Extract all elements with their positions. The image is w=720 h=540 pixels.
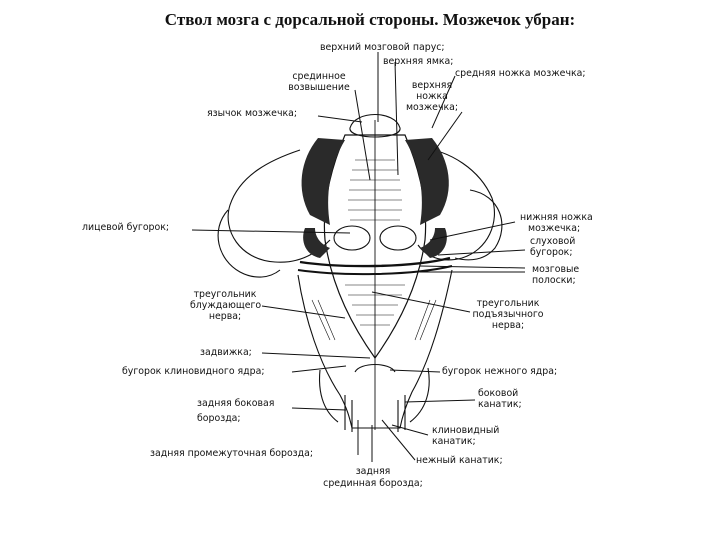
label-superior-peduncle-2: ножка — [402, 91, 462, 102]
label-acoustic-tubercle-2: бугорок; — [530, 247, 573, 258]
leader-facial-colliculus — [192, 230, 350, 233]
leader-superior-fovea — [395, 62, 398, 175]
label-lateral-funiculus-2: канатик; — [478, 399, 522, 410]
left-medulla-edge — [320, 370, 338, 422]
label-inferior-peduncle-2: мозжечка; — [528, 223, 580, 234]
right-dark-cut — [405, 138, 449, 225]
label-superior-velum: верхний мозговой парус; — [320, 42, 445, 53]
leader-lateral-funiculus — [405, 400, 475, 402]
label-median-sulcus-2: срединная борозда; — [312, 478, 434, 489]
leader-cuneate-tubercle — [292, 366, 346, 372]
label-cuneate-tubercle: бугорок клиновидного ядра; — [122, 366, 265, 377]
leader-hypoglossal-trigone — [372, 292, 470, 312]
leader-lingula — [318, 116, 362, 122]
label-gracile-fasciculus: нежный канатик; — [416, 455, 503, 466]
left-facial-colliculus — [334, 226, 370, 250]
label-cuneate-fasciculus-2: канатик; — [432, 436, 476, 447]
label-median-sulcus-1: задняя — [312, 466, 434, 477]
label-hypoglossal-trigone-2: подъязычного — [468, 309, 548, 320]
label-median-eminence-1: срединное — [286, 71, 352, 82]
left-dark-cut — [302, 138, 345, 225]
label-intermediate-sulcus: задняя промежуточная борозда; — [150, 448, 313, 459]
leader-gracile-tubercle — [390, 370, 440, 372]
label-gracile-tubercle: бугорок нежного ядра; — [442, 366, 557, 377]
label-posterolateral-sulcus-2: борозда; — [197, 413, 241, 424]
label-lingula: язычок мозжечка; — [207, 108, 297, 119]
label-middle-peduncle: средняя ножка мозжечка; — [455, 68, 586, 79]
label-obex: задвижка; — [200, 347, 252, 358]
label-acoustic-tubercle-1: слуховой — [530, 236, 575, 247]
label-posterolateral-sulcus-1: задняя боковая — [197, 398, 274, 409]
label-superior-peduncle-1: верхняя — [402, 80, 462, 91]
label-inferior-peduncle-1: нижняя ножка — [520, 212, 593, 223]
label-medullary-striae-1: мозговые — [532, 264, 579, 275]
label-median-eminence-2: возвышение — [286, 82, 352, 93]
leader-obex — [262, 353, 370, 358]
label-cuneate-fasciculus-1: клиновидный — [432, 425, 499, 436]
leader-striae — [420, 266, 525, 268]
label-medullary-striae-2: полоски; — [532, 275, 576, 286]
label-hypoglossal-trigone-1: треугольник — [468, 298, 548, 309]
label-facial-colliculus: лицевой бугорок; — [82, 222, 169, 233]
label-superior-fovea: верхняя ямка; — [383, 56, 453, 67]
label-hypoglossal-trigone-3: нерва; — [468, 320, 548, 331]
left-flocculus-outline — [218, 210, 280, 277]
leader-cuneate-fasciculus — [392, 425, 428, 435]
label-superior-peduncle-3: мозжечка; — [402, 102, 462, 113]
label-vagal-trigone-2: блуждающего — [190, 300, 260, 311]
leader-vagal-trigone — [262, 306, 345, 318]
right-facial-colliculus — [380, 226, 416, 250]
label-vagal-trigone-3: нерва; — [190, 311, 260, 322]
leader-posterolateral-sulcus — [292, 408, 346, 410]
leader-superior-peduncle — [428, 112, 462, 160]
label-vagal-trigone-1: треугольник — [190, 289, 260, 300]
leader-acoustic-tubercle — [438, 250, 525, 255]
label-lateral-funiculus-1: боковой — [478, 388, 518, 399]
